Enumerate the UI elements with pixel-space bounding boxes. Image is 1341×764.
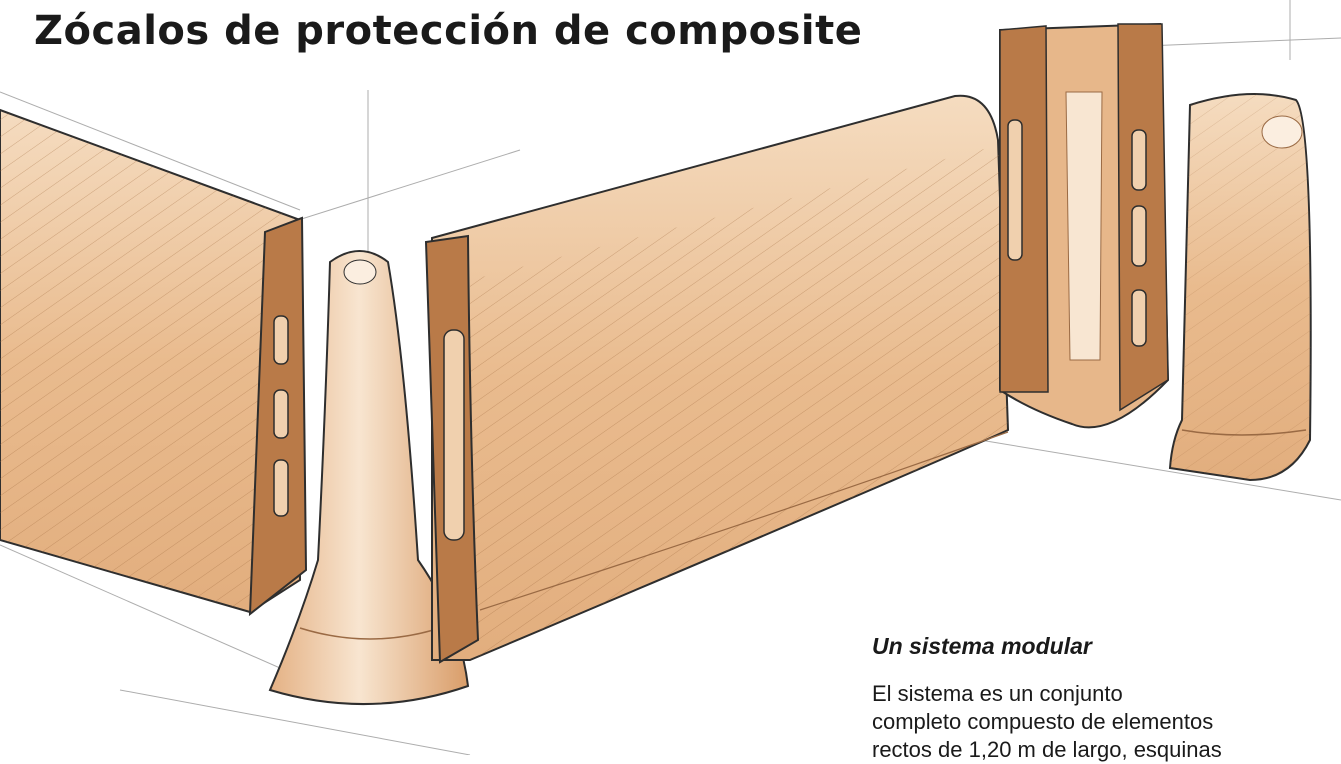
straight-skirting-section-left [0, 108, 308, 617]
section-body: El sistema es un conjunto completo compu… [872, 680, 1341, 764]
body-line: El sistema es un conjunto [872, 681, 1123, 706]
outer-corner-cap [268, 250, 470, 706]
body-line: completo compuesto de elementos [872, 709, 1214, 734]
inner-corner-piece [999, 22, 1170, 429]
description-section: Un sistema modular El sistema es un conj… [872, 633, 1341, 764]
end-cap-piece [1168, 93, 1312, 482]
page-title: Zócalos de protección de composite [34, 8, 863, 54]
body-line: rectos de 1,20 m de largo, esquinas [872, 737, 1222, 762]
straight-skirting-section-center [424, 94, 1010, 664]
section-heading: Un sistema modular [872, 633, 1092, 659]
